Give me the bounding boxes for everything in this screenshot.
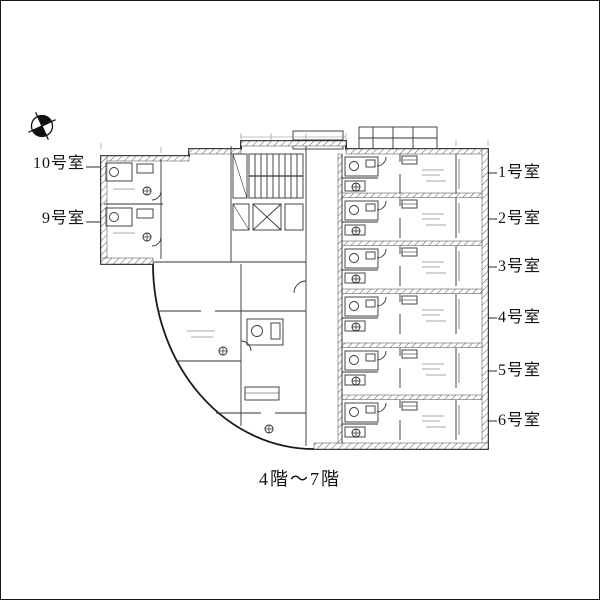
room-label-1: 1号室 (498, 164, 542, 181)
dimension-ticks (100, 133, 489, 153)
wall-hatching (100, 140, 489, 450)
label-leader-lines (86, 166, 497, 422)
units-lower (158, 264, 307, 434)
room-label-3: 3号室 (498, 258, 542, 275)
room-label-5: 5号室 (498, 362, 542, 379)
corridor (305, 146, 343, 446)
room-label-6: 6号室 (498, 412, 542, 429)
room-label-2: 2号室 (498, 210, 542, 227)
room-label-10: 10号室 (32, 155, 85, 172)
floor-range-caption: 4階〜7階 (259, 469, 341, 489)
room-label-4: 4号室 (498, 309, 542, 326)
stair-elevator-core (232, 153, 304, 231)
north-compass-icon (25, 109, 59, 143)
units-left (104, 146, 306, 263)
room-label-9: 9号室 (41, 210, 85, 227)
